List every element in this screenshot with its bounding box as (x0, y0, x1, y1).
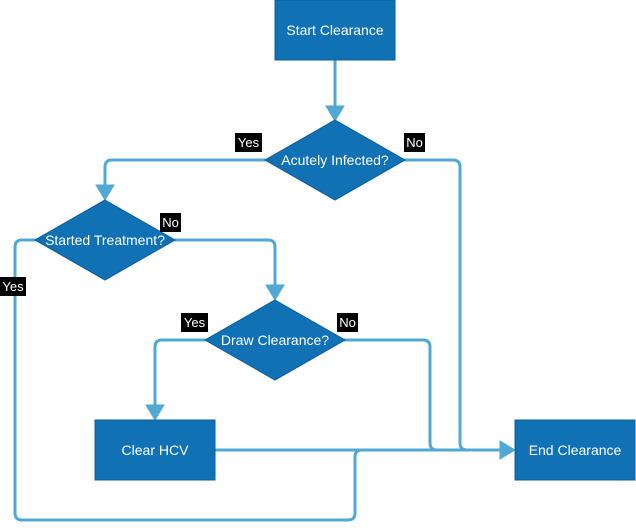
edge-label-bg (235, 133, 262, 152)
edge-draw-no (343, 338, 507, 452)
edge-draw-yes (153, 338, 207, 412)
started-treatment-label: Started Treatment? (45, 232, 165, 248)
acutely-infected-diamond (263, 119, 407, 201)
edge-label-bg (181, 313, 208, 332)
clear-hcv-box (94, 419, 216, 481)
start-clearance-box (274, 0, 396, 61)
started-treatment-diamond (33, 199, 177, 281)
draw-clearance-label: Draw Clearance? (221, 332, 329, 348)
edge-label-treatment-no: No (160, 213, 181, 232)
edge-label-bg (0, 277, 26, 296)
arrowhead-draw-clearance (265, 284, 285, 301)
node-start-clearance[interactable]: Start Clearance (274, 0, 396, 61)
node-acutely-infected[interactable]: Acutely Infected? (263, 119, 407, 201)
acutely-infected-label: Acutely Infected? (281, 152, 389, 168)
arrowhead-clear-hcv (145, 404, 165, 421)
end-clearance-box (514, 419, 636, 481)
edge-label-draw-no: No (337, 313, 358, 332)
arrowhead-end-clearance (499, 440, 516, 460)
edge-acutely-yes (103, 158, 267, 192)
edge-label-bg (337, 313, 358, 332)
edge-label-bg (160, 213, 181, 232)
edge-label-acutely-no: No (404, 133, 425, 152)
arrowhead-started-treatment (95, 184, 115, 201)
edge-label-treatment-yes: Yes (0, 277, 26, 296)
edge-acutely-no (403, 158, 507, 452)
node-clear-hcv[interactable]: Clear HCV (94, 419, 216, 481)
edge-treatment-yes (13, 238, 507, 522)
edge-label-draw-yes: Yes (181, 313, 208, 332)
edge-label-text: No (406, 135, 423, 150)
node-started-treatment[interactable]: Started Treatment? (33, 199, 177, 281)
draw-clearance-diamond (203, 299, 347, 381)
edge-label-text: Yes (238, 135, 260, 150)
edge-label-text: No (339, 315, 356, 330)
arrowhead-acutely (325, 105, 345, 122)
edge-label-text: No (162, 215, 179, 230)
node-draw-clearance[interactable]: Draw Clearance? (203, 299, 347, 381)
edge-label-acutely-yes: Yes (235, 133, 262, 152)
start-clearance-label: Start Clearance (286, 22, 383, 38)
edge-label-text: Yes (184, 315, 206, 330)
clear-hcv-label: Clear HCV (122, 442, 190, 458)
edge-label-text: Yes (2, 279, 24, 294)
end-clearance-label: End Clearance (529, 442, 622, 458)
edge-label-bg (404, 133, 425, 152)
node-end-clearance[interactable]: End Clearance (514, 419, 636, 481)
edge-treatment-no (173, 238, 277, 292)
edges (13, 58, 516, 522)
